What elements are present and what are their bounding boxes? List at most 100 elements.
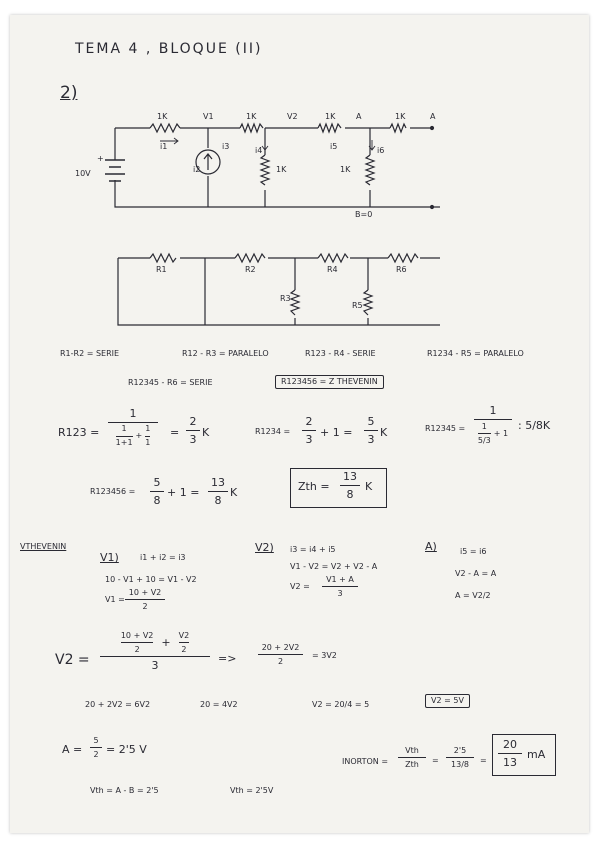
- resistor-r2: [239, 122, 264, 134]
- label-i5: i5: [330, 142, 338, 151]
- label-r2: 1K: [246, 112, 257, 121]
- label-i1: i1: [160, 142, 168, 151]
- node-v2-eq3: V2 =: [290, 582, 310, 591]
- node-a-label: A): [425, 540, 437, 553]
- label-i6: i6: [377, 146, 385, 155]
- node-v1-eq2: 10 - V1 + 10 = V1 - V2: [105, 575, 197, 584]
- r123-eq: =: [170, 426, 180, 439]
- label-R5: R5: [352, 301, 363, 310]
- label-r6: 1K: [340, 165, 351, 174]
- node-v1-label: V1): [100, 551, 119, 564]
- current-source: [195, 149, 221, 175]
- solve-step-2: 20 = 4V2: [200, 700, 238, 709]
- inorton-eq2: =: [480, 756, 487, 765]
- v2-big-lhs: V2 =: [55, 652, 90, 668]
- notebook-page: [10, 15, 589, 833]
- label-r1: 1K: [157, 112, 168, 121]
- r123456-plus: + 1 =: [167, 486, 200, 499]
- problem-number: 2): [60, 83, 78, 103]
- combo-1: R1-R2 = SERIE: [60, 349, 120, 358]
- v2-result-box: V2 = 5V: [425, 694, 470, 708]
- combo-6-box: R123456 = Z THEVENIN: [275, 375, 384, 389]
- resistor-R6: [387, 252, 419, 264]
- label-source: 10V: [75, 169, 91, 178]
- node-v2-label: V2): [255, 541, 274, 554]
- inorton-eq1: =: [432, 756, 439, 765]
- node-v2-eq1: i3 = i4 + i5: [290, 545, 336, 554]
- r1234-plus: + 1 =: [320, 426, 353, 439]
- r123-unit: K: [202, 426, 210, 439]
- resistor-r4: [389, 122, 407, 134]
- zth-unit: K: [365, 480, 373, 493]
- page-title: TEMA 4 , BLOQUE (II): [75, 41, 263, 57]
- r1234-lhs: R1234 =: [255, 427, 291, 436]
- r12345-lhs: R12345 =: [425, 424, 466, 433]
- r123-lhs: R123 =: [58, 426, 100, 439]
- zth-lhs: Zth =: [298, 480, 330, 493]
- resistor-r3: [317, 122, 342, 134]
- implies-arrow: =>: [218, 652, 237, 665]
- zth-box: [290, 468, 387, 508]
- r123456-unit: K: [230, 486, 238, 499]
- label-R6: R6: [396, 265, 407, 274]
- label-node-b: B=0: [355, 210, 373, 219]
- node-v2-eq2: V1 - V2 = V2 + V2 - A: [290, 562, 378, 571]
- node-a-eq1: i5 = i6: [460, 547, 487, 556]
- resistor-R2: [234, 252, 266, 264]
- label-i2: i2: [193, 165, 201, 174]
- node-a-eq2: V2 - A = A: [455, 569, 497, 578]
- resistor-r6: [364, 154, 376, 186]
- resistor-r1: [149, 122, 181, 134]
- label-R3: R3: [280, 294, 291, 303]
- node-v1-eq1: i1 + i2 = i3: [140, 553, 186, 562]
- solve-step-3: V2 = 20/4 = 5: [312, 700, 370, 709]
- inorton-result-box: [492, 734, 556, 776]
- v2-rhs-eq: = 3V2: [312, 651, 337, 660]
- label-terminal-a: A: [430, 112, 436, 121]
- solve-step-1: 20 + 2V2 = 6V2: [85, 700, 151, 709]
- label-v1: V1: [203, 112, 214, 121]
- combo-4: R1234 - R5 = PARALELO: [427, 349, 524, 358]
- combo-3: R123 - R4 - SERIE: [305, 349, 376, 358]
- label-plus: +: [97, 154, 104, 163]
- a-result: = 2'5 V: [106, 743, 147, 756]
- label-r4: 1K: [395, 112, 406, 121]
- resistor-R5: [362, 289, 374, 316]
- label-R1: R1: [156, 265, 167, 274]
- label-r3: 1K: [325, 112, 336, 121]
- label-i4: i4: [255, 146, 263, 155]
- node-a-eq3: A = V2/2: [455, 591, 491, 600]
- vth-line-2: Vth = 2'5V: [230, 786, 274, 795]
- label-r5: 1K: [276, 165, 287, 174]
- resistor-R1: [149, 252, 177, 264]
- vthevenin-heading: VTHEVENIN: [20, 542, 67, 551]
- combo-5: R12345 - R6 = SERIE: [128, 378, 213, 387]
- label-i3: i3: [222, 142, 230, 151]
- r1234-unit: K: [380, 426, 388, 439]
- r123456-lhs: R123456 =: [90, 487, 136, 496]
- combo-2: R12 - R3 = PARALELO: [182, 349, 269, 358]
- inorton-lhs: INORTON =: [342, 757, 389, 766]
- a-lhs: A =: [62, 743, 83, 756]
- circuit1-wires: [114, 127, 440, 208]
- vth-line-1: Vth = A - B = 2'5: [90, 786, 159, 795]
- resistor-r5: [259, 154, 271, 186]
- label-R4: R4: [327, 265, 338, 274]
- resistor-R3: [289, 289, 301, 316]
